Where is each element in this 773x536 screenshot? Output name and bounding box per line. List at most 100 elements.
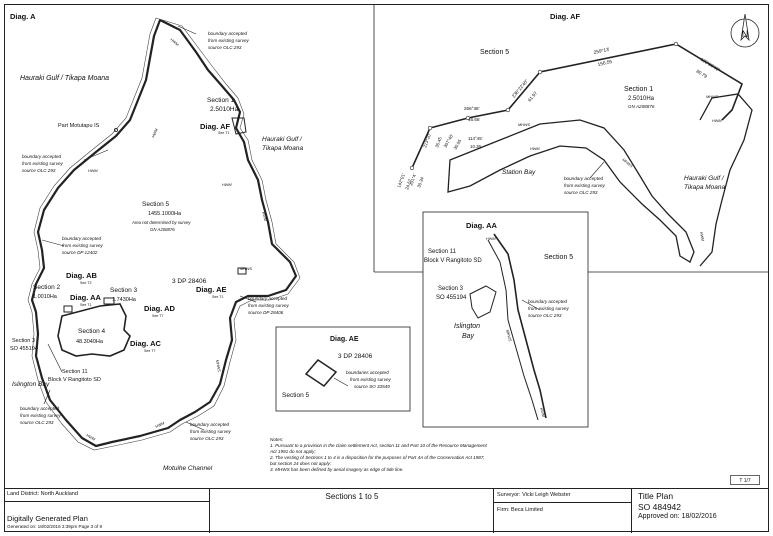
north-label: N — [742, 29, 749, 39]
diag-af-mark-4 — [505, 107, 511, 113]
note-dp12402-3: source DP 12402 — [62, 250, 98, 255]
note-dp28406-3: source DP 28406 — [248, 310, 284, 315]
water-sw-label: Islington Bay — [12, 381, 50, 388]
diag-af-mark-3 — [465, 115, 471, 121]
notes-line-4: but section 24 does not apply; — [270, 461, 332, 466]
aa-bay-2: Bay — [462, 333, 475, 340]
diag-af-leader — [589, 161, 605, 179]
af-dist-1: 156.55 — [597, 59, 613, 68]
part-motutapu-marker — [114, 127, 119, 132]
mhws-tag-2: MHWS — [215, 359, 221, 372]
leader-olc-top — [177, 25, 197, 35]
mhws-tag-1: MHWS — [240, 267, 252, 271]
note-dp12402-1: boundary accepted — [62, 236, 102, 241]
note-olc-bottom-2: from existing survey — [190, 429, 232, 434]
note-olc-left-2: from existing survey — [22, 161, 64, 166]
af-note-1: boundary accepted — [564, 176, 604, 181]
af-bearing-1: 259°13' — [593, 47, 610, 56]
section3-so-label-1: Section 3 — [12, 338, 35, 344]
diag-af-boundary — [411, 43, 743, 169]
af-hwm-tag-2: HWM — [530, 147, 540, 151]
leader-dp28406 — [239, 295, 257, 303]
footer-left-cell: Land District: North Auckland Digitally … — [4, 489, 210, 533]
hwm-tag-5: HWM — [155, 421, 166, 429]
island-outline-section5 — [30, 18, 298, 448]
section3-outline — [103, 297, 115, 305]
ae-section5-label: Section 5 — [282, 392, 309, 399]
af-dist-7: 10.39 — [470, 144, 482, 149]
diag-ae-leader — [333, 377, 349, 387]
north-arrow-icon — [730, 13, 760, 48]
firm: Firm: Beca Limited — [497, 507, 543, 513]
diag-ae-frame — [275, 326, 411, 412]
af-dist-5: 35.45 — [434, 136, 443, 149]
note-olc-top-1: boundary accepted — [208, 31, 248, 36]
leader-olc-sw — [43, 389, 51, 405]
plan-notes: Notes: 1. Pursuant to a provision in the… — [270, 437, 590, 473]
diag-ad-label: Diag. AD — [144, 304, 176, 313]
note-olc-bottom-1: boundary accepted — [190, 422, 230, 427]
diag-aa-leader — [521, 299, 541, 311]
see-t7-ac: See T7 — [144, 349, 156, 353]
af-dist-9: 24.57 — [404, 178, 413, 191]
section11-label-2: Block V Rangitoto SD — [48, 377, 101, 383]
section3-so-label-2: SO 455194 — [10, 346, 38, 352]
hwm-tag-2: HWM — [151, 127, 159, 138]
af-water-label-2: Tikapa Moana — [684, 184, 726, 191]
af-hwm-tag-1: HWM — [712, 119, 722, 123]
footer-center-cell: Sections 1 to 5 — [210, 489, 494, 533]
af-mhws-tag-2: MHWS — [518, 123, 530, 127]
leader-olc-left — [83, 149, 109, 161]
leader-dp12402 — [41, 239, 65, 247]
section4-label: Section 4 — [78, 328, 105, 335]
ae-note-2: from existing survey — [350, 377, 392, 382]
af-note-3: source OLC 293 — [564, 190, 598, 195]
af-bearing-9: 142°01' — [396, 173, 406, 189]
diag-aa-coastline — [493, 233, 547, 419]
af-mhws-tag-1: MHWS — [706, 95, 718, 99]
note-dp28406-2: from existing survey — [248, 303, 290, 308]
title-block: Land District: North Auckland Digitally … — [4, 488, 769, 533]
aa-hwm-tag-1: HWM — [486, 237, 496, 241]
diag-aa-frame — [422, 211, 589, 428]
diag-aa-title: Diag. AA — [466, 221, 498, 230]
diag-af-label: Diag. AF — [200, 122, 231, 131]
see-t1-af: See T1 — [218, 131, 230, 135]
see-t1-ae: See T1 — [212, 295, 224, 299]
diag-aa-label: Diag. AA — [70, 293, 102, 302]
hwm-tag-7: HWM — [222, 183, 232, 187]
af-hwm-tag-3: HWM — [699, 231, 705, 242]
aa-note-2: from existing survey — [528, 306, 570, 311]
af-note-2: from existing survey — [564, 183, 606, 188]
note-olc-bottom-3: source OLC 293 — [190, 436, 224, 441]
diag-af-mark-2 — [427, 125, 433, 131]
section4-area: 48.3040Ha — [76, 339, 104, 345]
af-bearing-6: 307°40' — [443, 133, 455, 148]
note-olc-sw-1: boundary accepted — [20, 406, 60, 411]
af-dist-2: 80.79 — [695, 69, 708, 80]
diag-ac-label: Diag. AC — [130, 339, 162, 348]
af-station-bay-label: Station Bay — [502, 169, 536, 176]
aa-section3-1: Section 3 — [438, 286, 464, 292]
aa-section5-label: Section 5 — [544, 254, 573, 261]
approved-date: Approved on: 18/02/2016 — [638, 513, 717, 520]
leader-olc-bottom — [185, 421, 205, 431]
see-t7-ad: See T7 — [152, 314, 164, 318]
section3-area: 1.7430Ha — [112, 297, 137, 303]
ae-note-3: source SO 33549 — [354, 384, 390, 389]
note-olc-sw-3: source OLC 293 — [20, 420, 54, 425]
diag-aa-parcel — [469, 285, 497, 319]
land-district: Land District: North Auckland — [7, 491, 78, 497]
notes-line-2: Act 1991 do not apply; — [270, 449, 316, 454]
generated-on: Generated on: 18/02/2016 3:39pm Page 3 o… — [7, 524, 103, 529]
diag-ae-label: Diag. AE — [196, 285, 227, 294]
page-box: T 1/7 — [730, 475, 760, 485]
surveyor: Surveyor: Vicki Leigh Webster — [497, 492, 571, 498]
note-olc-top-3: source OLC 293 — [208, 45, 242, 50]
water-nw-label: Hauraki Gulf / Tikapa Moana — [20, 75, 109, 82]
generated-title: Digitally Generated Plan — [7, 514, 88, 523]
hwm-tag-3: HWM — [88, 169, 98, 173]
water-s-label: Motuihe Channel — [163, 465, 213, 472]
see-t2-label: See T2 — [80, 281, 92, 285]
hwm-tag-6: HWM — [86, 433, 97, 442]
